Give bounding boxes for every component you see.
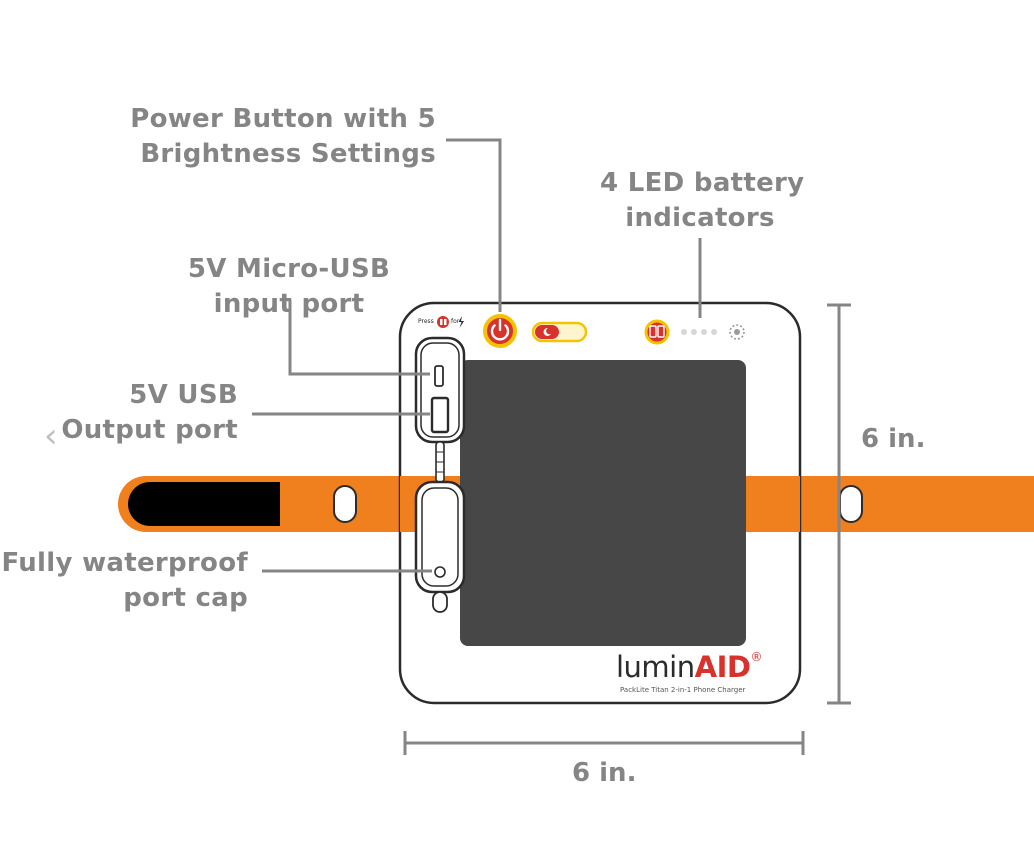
solar-charge-icon — [729, 324, 745, 340]
width-dimension-label: 6 in. — [572, 758, 637, 788]
strap-right — [760, 476, 1034, 532]
callout-usb-line-1: 5V USB — [129, 380, 238, 410]
usb-output-port — [430, 396, 450, 434]
brand-logo: luminAID® — [616, 650, 762, 684]
leader-lines — [252, 138, 702, 573]
dimension-lines — [403, 303, 851, 755]
callout-usb-output: 5V USB Output port — [61, 378, 238, 448]
brand-suffix: AID — [694, 650, 751, 684]
callout-micro-usb-line-1: 5V Micro-USB — [187, 254, 391, 284]
for-label: for — [451, 318, 459, 325]
led-indicator — [701, 329, 707, 335]
callout-led-indicators: 4 LED battery indicators — [600, 166, 805, 236]
strap-left-slot — [333, 485, 357, 523]
callout-led-line-1: 4 LED battery — [600, 168, 805, 198]
callout-cap-line-2: port cap — [123, 583, 248, 613]
brand-prefix: lumin — [616, 650, 695, 684]
callout-power-line-2: Brightness Settings — [140, 139, 436, 169]
callout-led-line-2: indicators — [625, 203, 775, 233]
led-indicator — [691, 329, 697, 335]
callout-power-button: Power Button with 5 Brightness Settings — [130, 102, 436, 172]
led-indicator — [681, 329, 687, 335]
callout-micro-usb: 5V Micro-USB input port — [186, 252, 392, 322]
press-label-1: Press — [418, 318, 434, 325]
bolt-icon — [458, 316, 464, 328]
solar-panel — [460, 360, 746, 646]
micro-usb-port — [434, 365, 444, 387]
strap-right-slot — [839, 485, 863, 523]
press-label: Press — [418, 318, 434, 325]
callout-usb-line-2: Output port — [61, 415, 238, 445]
port-cap-tab — [432, 591, 448, 613]
chevron-left-icon[interactable]: ‹ — [44, 416, 58, 456]
product-subtitle: PackLite Titan 2-in-1 Phone Charger — [620, 686, 746, 694]
callout-cap-line-1: Fully waterproof — [1, 548, 248, 578]
led-indicator — [711, 329, 717, 335]
height-dimension-label: 6 in. — [861, 424, 926, 454]
port-cap-inner — [421, 487, 459, 587]
press-label-2: for — [451, 318, 460, 325]
callout-port-cap: Fully waterproof port cap — [1, 546, 248, 616]
press-icon — [437, 316, 449, 328]
callout-micro-usb-line-2: input port — [213, 289, 365, 319]
port-housing-inner — [420, 342, 460, 438]
led-group — [681, 329, 717, 335]
callout-power-line-1: Power Button with 5 — [130, 104, 436, 134]
strap-left-black-square — [180, 482, 280, 526]
registered-mark: ® — [750, 650, 762, 664]
